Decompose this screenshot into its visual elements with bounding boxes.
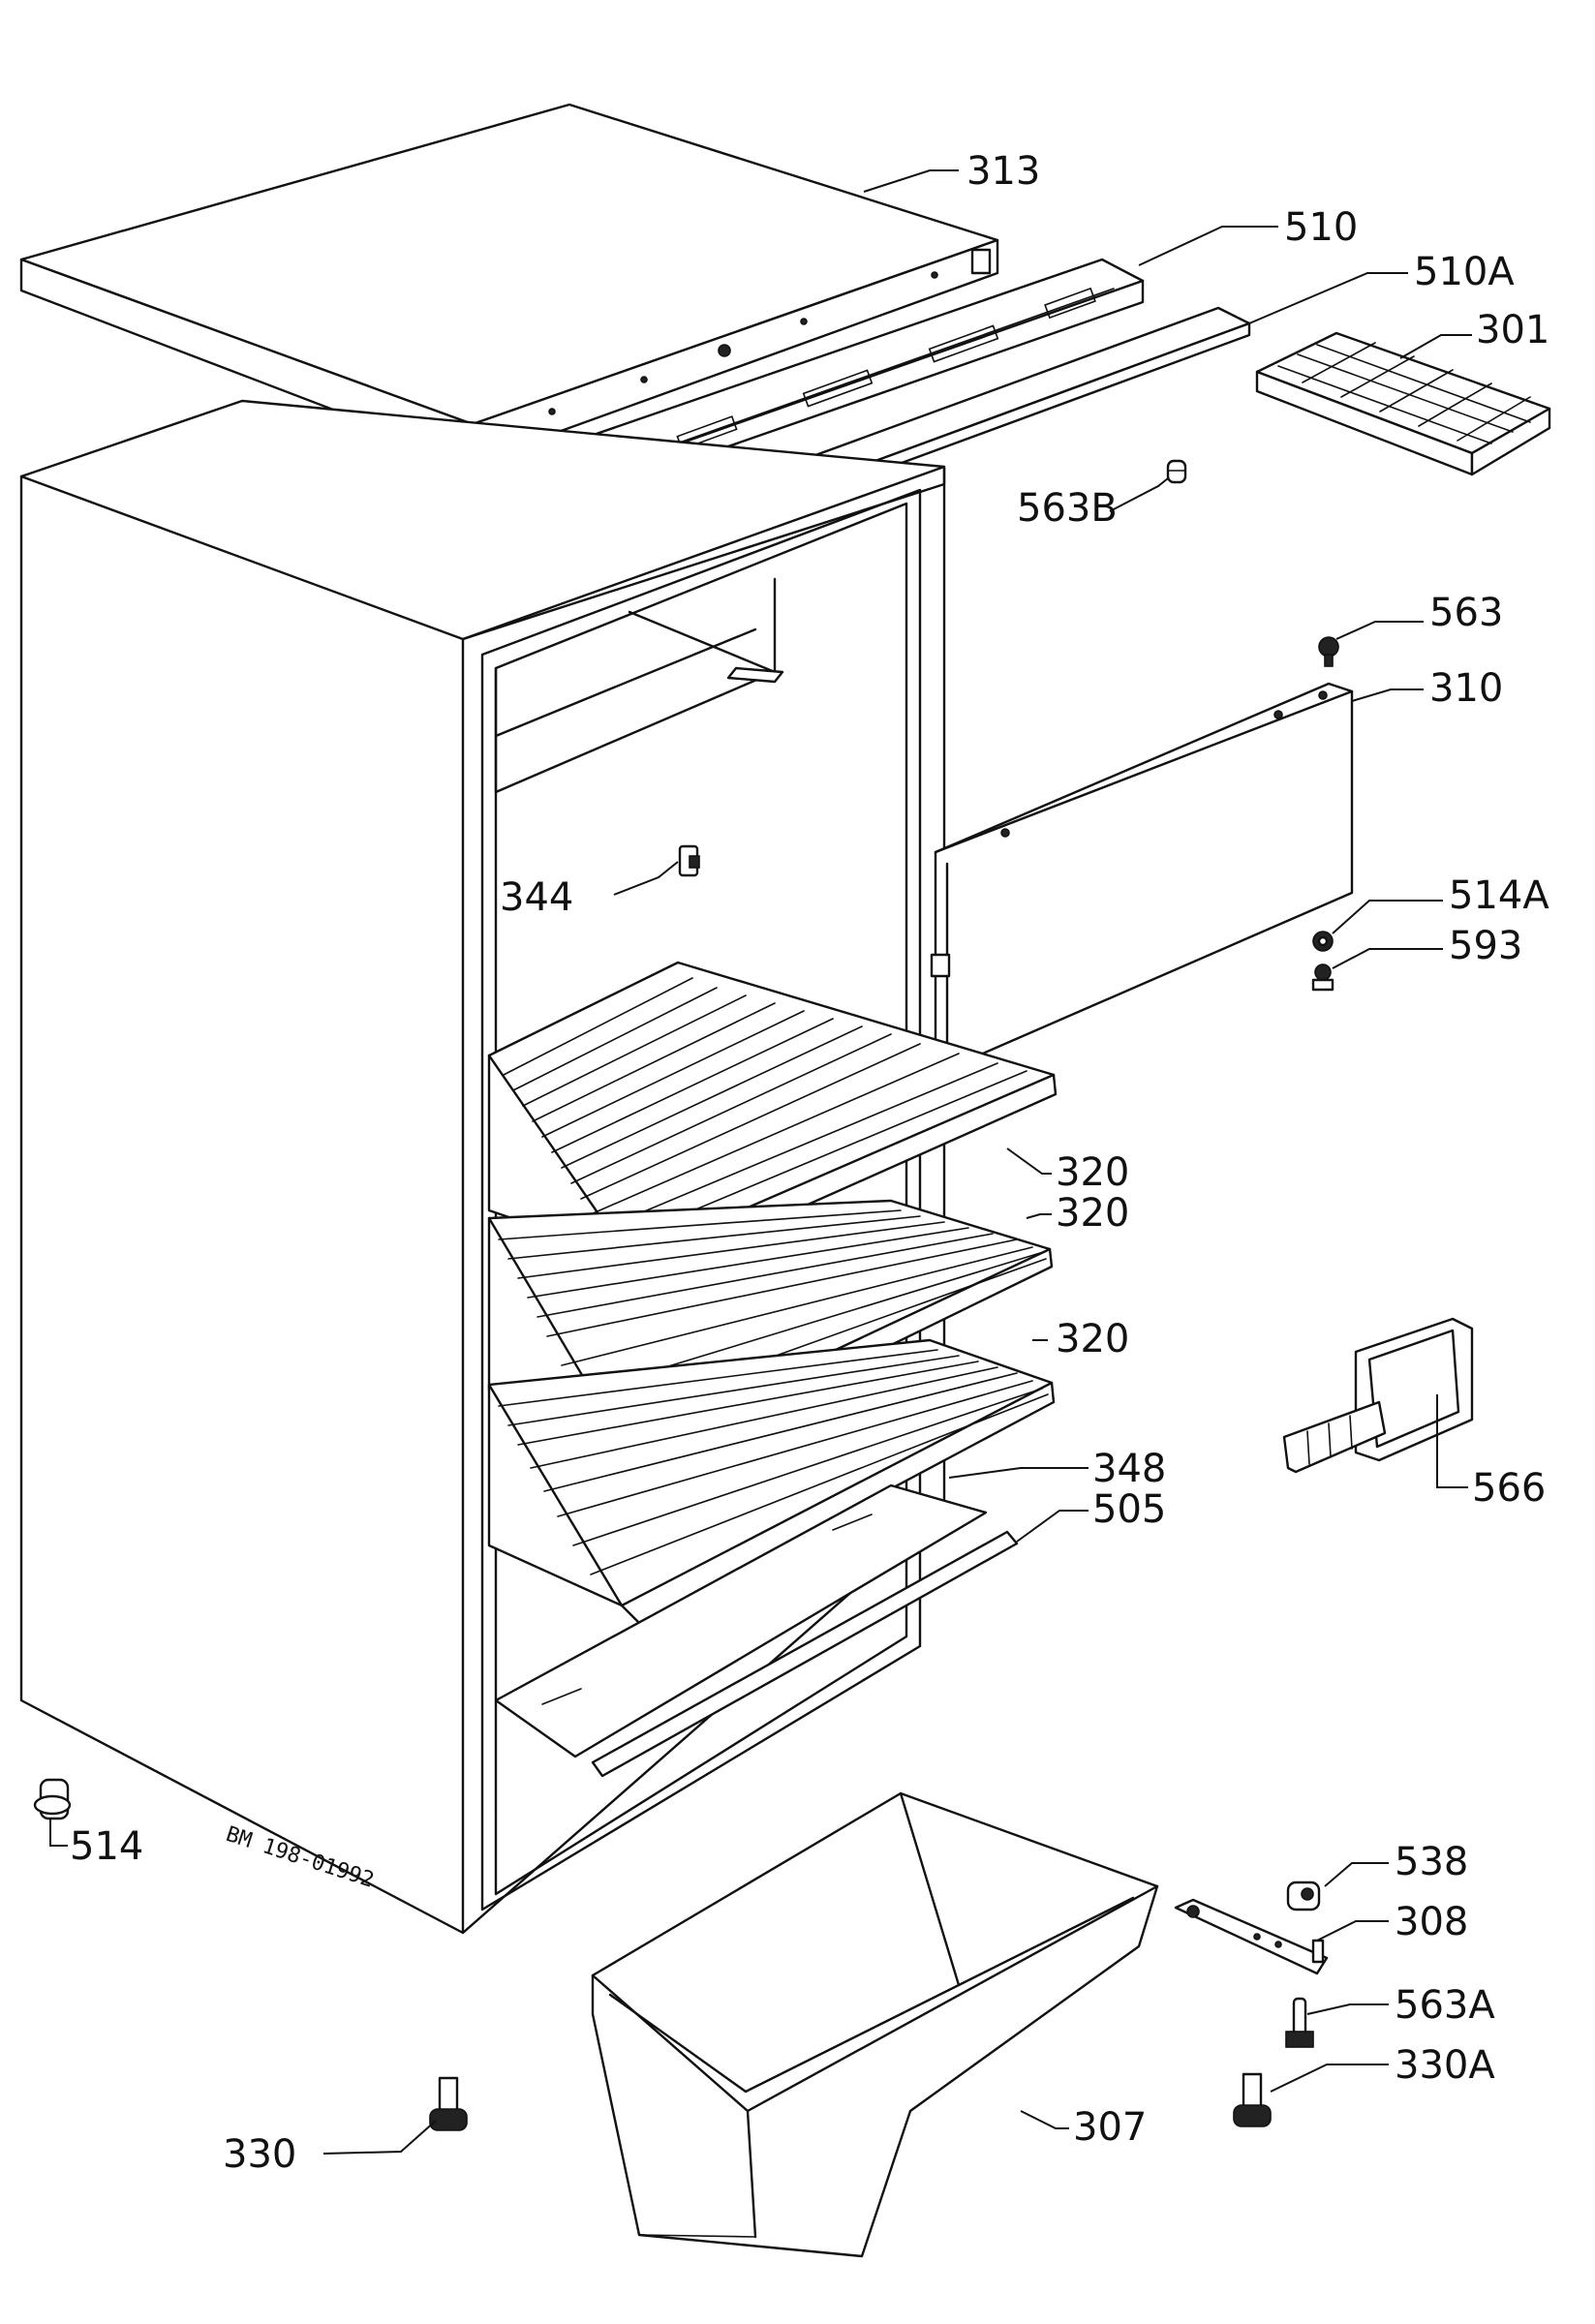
nut-514a-part (1312, 931, 1334, 952)
callout-505: 505 (1092, 1487, 1166, 1532)
callout-301: 301 (1476, 308, 1549, 352)
screw-593-part (1311, 963, 1334, 992)
callout-348: 348 (1092, 1447, 1166, 1491)
foot-330a-part (1233, 2072, 1272, 2127)
callout-308: 308 (1395, 1900, 1468, 1944)
glass-plate-part (494, 1483, 988, 1758)
top-cover-part (19, 103, 999, 465)
callout-330: 330 (223, 2132, 296, 2177)
callout-563a: 563A (1395, 1983, 1495, 2028)
callout-514: 514 (70, 1824, 143, 1869)
foot-330-part (429, 2076, 468, 2131)
callout-320-lower: 320 (1056, 1317, 1129, 1361)
pin-563-part (1318, 636, 1339, 667)
callout-593: 593 (1449, 924, 1522, 968)
callout-310: 310 (1429, 666, 1503, 711)
callout-514a: 514A (1449, 873, 1549, 918)
callout-307: 307 (1073, 2105, 1147, 2150)
crisper-drawer-part (591, 1791, 1159, 2258)
callout-538: 538 (1395, 1840, 1468, 1884)
callout-313: 313 (966, 149, 1040, 194)
front-strip-part (591, 1530, 1019, 1778)
shelf-upper-part (487, 961, 1058, 1278)
foot-514-part (33, 1778, 72, 1820)
callout-330a: 330A (1395, 2043, 1495, 2088)
hinge-cap-538-part (1286, 1881, 1321, 1911)
callout-344: 344 (500, 875, 573, 920)
callout-510: 510 (1284, 205, 1358, 250)
ice-cube-tray-part (1255, 331, 1551, 476)
hinge-pin-563a-part (1285, 1997, 1314, 2048)
callout-563b: 563B (1017, 486, 1118, 531)
callout-563: 563 (1429, 591, 1503, 635)
pin-563b-part (1166, 459, 1187, 484)
callout-labels: 313 510 510A 301 563B 563 310 344 514A 5… (70, 149, 1549, 2177)
ice-scraper-part (1282, 1317, 1474, 1474)
callout-320-upper: 320 (1056, 1150, 1129, 1195)
freezer-door-flap-part (930, 682, 1354, 1071)
hinge-308-part (1174, 1898, 1329, 1975)
callout-510a: 510A (1414, 250, 1515, 294)
callout-566: 566 (1472, 1466, 1546, 1511)
leader-lines (49, 169, 1472, 2155)
callout-320-middle: 320 (1056, 1191, 1129, 1236)
